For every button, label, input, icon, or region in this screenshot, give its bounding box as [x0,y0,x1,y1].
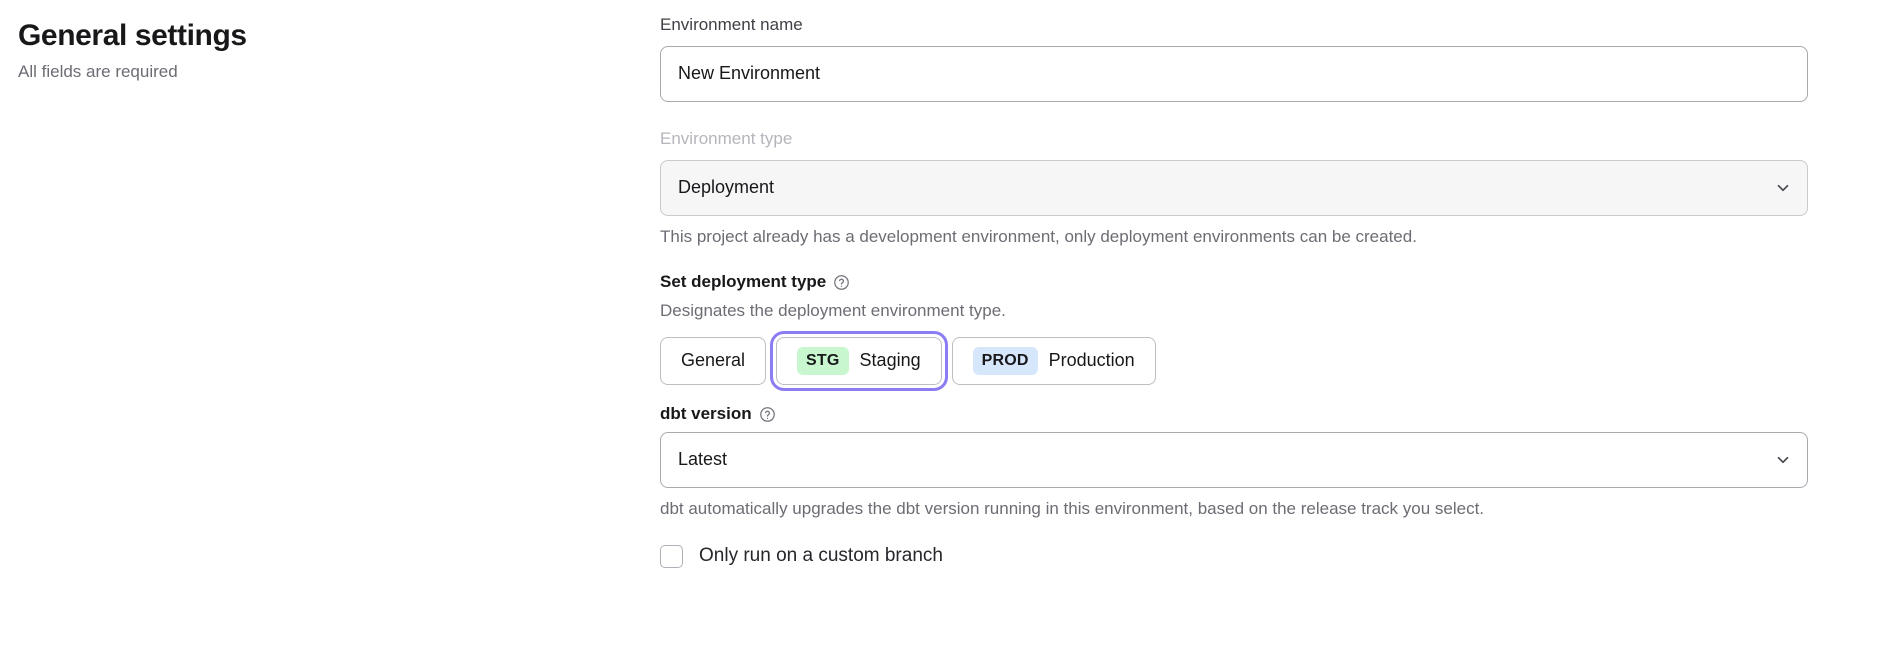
environment-type-select-value: Deployment [660,159,1808,216]
deployment-type-option-general-label: General [681,350,746,371]
prod-badge: PROD [972,346,1038,375]
environment-type-helper: This project already has a development e… [660,226,1417,246]
dbt-version-label: dbt version [660,403,752,423]
deployment-type-label: Set deployment type [660,271,827,291]
help-circle-icon[interactable] [833,274,850,291]
environment-name-input[interactable] [660,45,1808,102]
custom-branch-label: Only run on a custom branch [699,544,943,566]
custom-branch-row[interactable]: Only run on a custom branch [660,544,1808,568]
custom-branch-checkbox[interactable] [660,544,683,568]
dbt-version-select[interactable]: Latest [660,431,1808,488]
deployment-type-helper: Designates the deployment environment ty… [660,300,1006,320]
deployment-type-options: General STG Staging PROD Production [660,330,1808,391]
deployment-type-field: Set deployment type Designates the deplo… [660,271,1808,391]
dbt-version-field: dbt version Latest dbt automatically upg… [660,403,1808,521]
dbt-version-helper: dbt automatically upgrades the dbt versi… [660,498,1485,518]
deployment-type-option-production-label: Production [1048,350,1135,371]
settings-header-column: General settings All fields are required [0,0,660,83]
environment-type-select[interactable]: Deployment [660,159,1808,216]
help-circle-icon[interactable] [759,406,776,423]
stg-badge: STG [797,346,849,375]
dbt-version-label-row: dbt version [660,403,1808,426]
environment-type-field: Environment type Deployment This project… [660,128,1808,249]
page-subtitle: All fields are required [18,62,178,82]
settings-form-column: Environment name Environment type Deploy… [660,0,1848,568]
deployment-type-option-staging[interactable]: STG Staging [770,330,948,391]
environment-name-field: Environment name [660,14,1808,102]
page-title: General settings [18,19,247,52]
dbt-version-select-value: Latest [660,431,1808,488]
deployment-type-option-general[interactable]: General [660,336,767,385]
environment-type-label: Environment type [660,128,793,148]
deployment-type-label-row: Set deployment type [660,271,1808,294]
deployment-type-option-staging-label: Staging [859,350,921,371]
deployment-type-option-production[interactable]: PROD Production [951,336,1156,385]
environment-name-label: Environment name [660,15,803,34]
